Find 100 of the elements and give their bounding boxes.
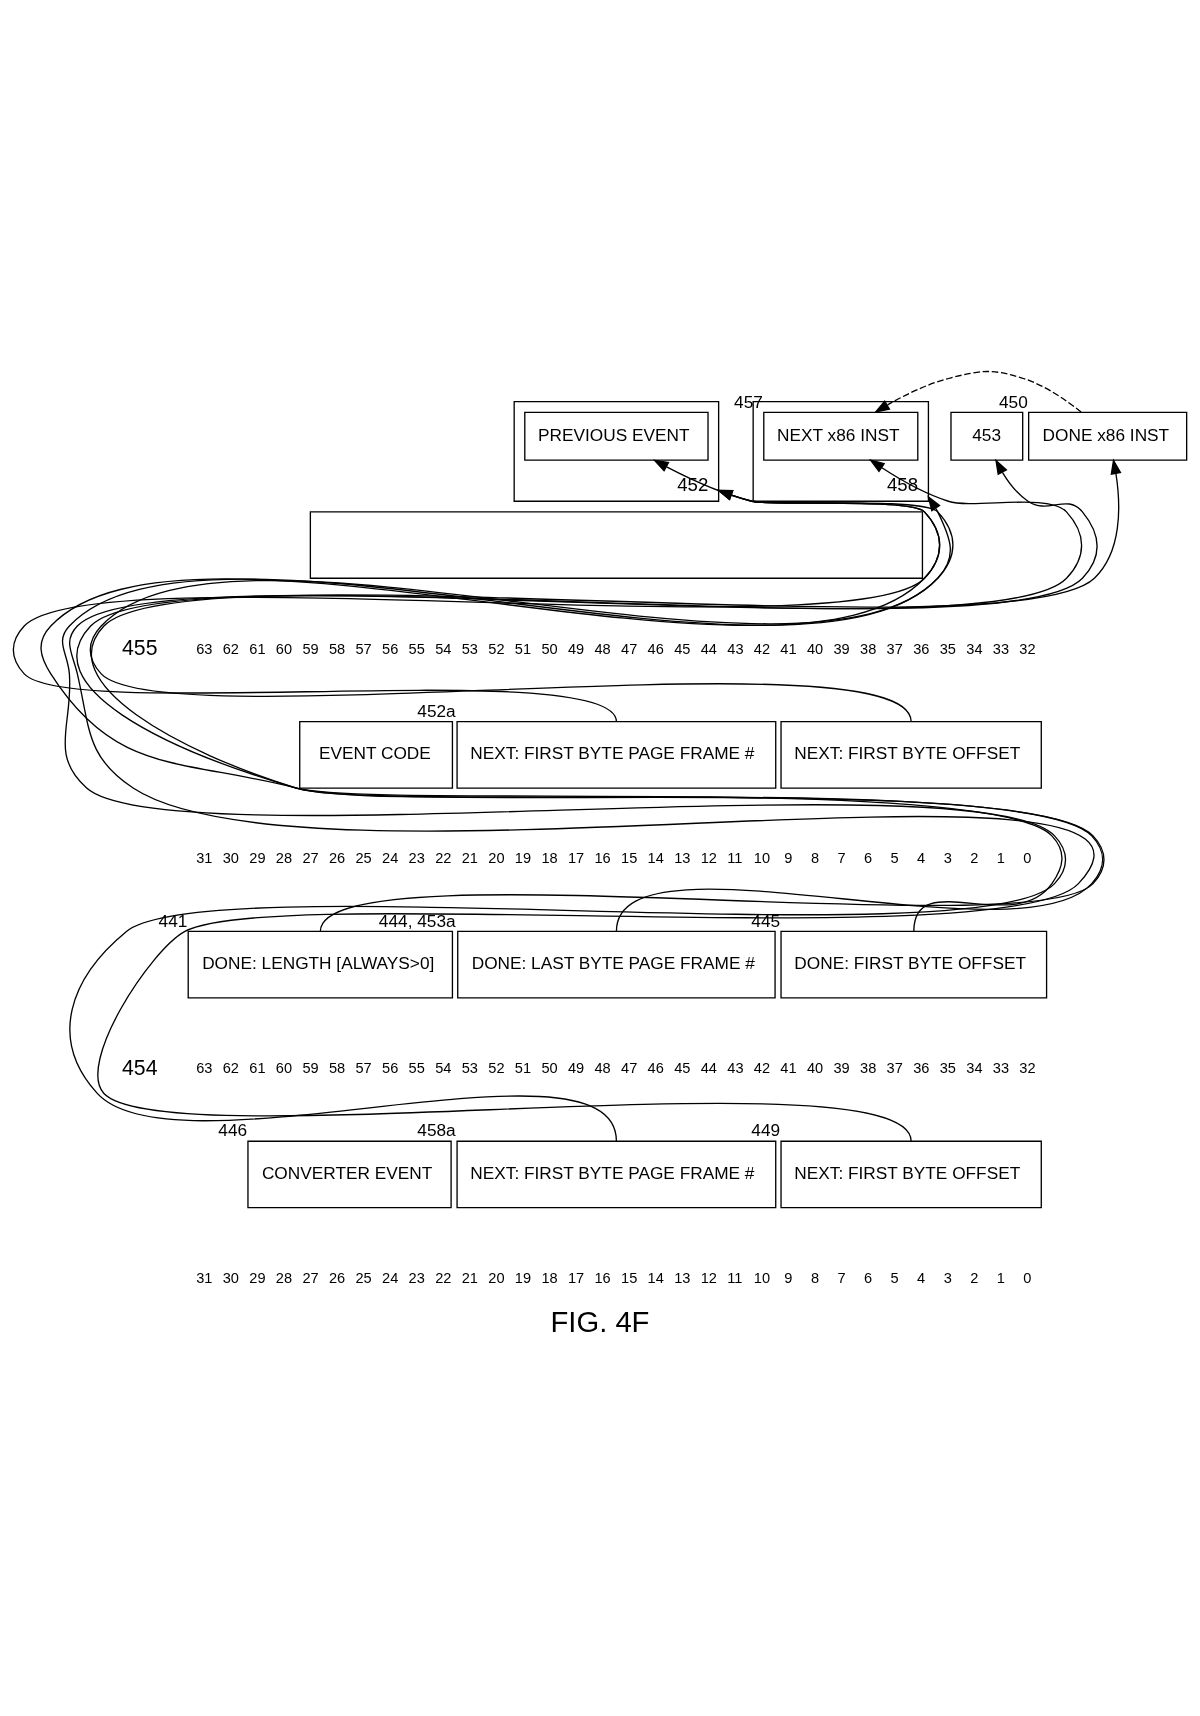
- label: 0: [1023, 1269, 1032, 1286]
- label: 39: [833, 640, 850, 657]
- label: 19: [514, 1269, 532, 1286]
- label: 13: [674, 849, 691, 866]
- node-label: 444, 453a: [378, 910, 456, 931]
- label: 37: [886, 640, 903, 657]
- label: 23: [408, 1269, 425, 1286]
- label: 20: [488, 1269, 505, 1286]
- label: 19: [514, 849, 532, 866]
- label: 62: [222, 1059, 239, 1076]
- arrow: [89, 458, 954, 722]
- node-box: [309, 510, 924, 579]
- arrow: [12, 489, 941, 722]
- node-box: NEXT: FIRST BYTE PAGE FRAME #: [456, 1140, 777, 1208]
- label: 51: [514, 640, 532, 657]
- label: 49: [567, 1059, 585, 1076]
- label: 35: [939, 640, 956, 657]
- label: 17: [567, 849, 585, 866]
- label: 11: [727, 1269, 743, 1286]
- label: 16: [594, 1269, 611, 1286]
- label: 18: [541, 849, 558, 866]
- label: 37: [886, 1059, 903, 1076]
- label: 39: [833, 1059, 850, 1076]
- node-label: 450: [999, 391, 1028, 412]
- label: 2: [970, 849, 979, 866]
- label: 48: [594, 1059, 611, 1076]
- label: 41: [780, 640, 797, 657]
- label: 28: [275, 849, 293, 866]
- label: 8: [810, 849, 820, 866]
- label: 52: [488, 640, 505, 657]
- label: 53: [461, 1059, 478, 1076]
- arrow: [874, 370, 1082, 413]
- label: 57: [355, 1059, 372, 1076]
- label: 47: [621, 640, 638, 657]
- label: 34: [966, 1059, 983, 1076]
- label: 29: [249, 849, 266, 866]
- label: 25: [355, 1269, 372, 1286]
- label: 21: [461, 849, 478, 866]
- node-box: CONVERTER EVENT: [247, 1140, 452, 1208]
- label: 0: [1023, 849, 1032, 866]
- label: 25: [355, 849, 372, 866]
- label: 11: [727, 849, 743, 866]
- label: 13: [674, 1269, 691, 1286]
- label: 30: [222, 1269, 239, 1286]
- label: 57: [355, 640, 372, 657]
- label: 45: [674, 640, 691, 657]
- label: 48: [594, 640, 611, 657]
- label: 59: [302, 1059, 319, 1076]
- label: 6: [864, 1269, 873, 1286]
- node-box: EVENT CODE: [299, 720, 454, 789]
- label: 50: [541, 640, 558, 657]
- label: 23: [408, 849, 425, 866]
- label: 58: [328, 1059, 346, 1076]
- label: 4: [917, 849, 926, 866]
- label: 7: [837, 1269, 846, 1286]
- node-box: NEXT: FIRST BYTE PAGE FRAME #: [456, 720, 777, 789]
- label: 4: [917, 1269, 926, 1286]
- label: 40: [806, 640, 824, 657]
- node-box: DONE: LENGTH [ALWAYS>0]: [187, 930, 454, 998]
- label: 20: [488, 849, 505, 866]
- node-label: 446: [218, 1119, 248, 1140]
- label: 6: [864, 849, 873, 866]
- label: 61: [249, 1059, 266, 1076]
- label: 49: [567, 640, 585, 657]
- label: 46: [647, 1059, 664, 1076]
- label: 60: [275, 1059, 293, 1076]
- node-box: NEXT: FIRST BYTE OFFSET: [780, 720, 1042, 789]
- node-box: DONE x86 INST: [1028, 411, 1188, 461]
- label: 56: [382, 640, 399, 657]
- label: 31: [196, 1269, 213, 1286]
- label: 38: [860, 1059, 877, 1076]
- label: 43: [727, 640, 744, 657]
- label: 62: [222, 640, 239, 657]
- label: 26: [328, 1269, 346, 1286]
- node-box: NEXT: FIRST BYTE OFFSET: [780, 1140, 1042, 1208]
- label: 28: [275, 1269, 293, 1286]
- label: 41: [780, 1059, 797, 1076]
- label: 34: [966, 640, 983, 657]
- node-box: NEXT x86 INST: [763, 411, 919, 461]
- label: 44: [700, 640, 717, 657]
- label: 50: [541, 1059, 558, 1076]
- label: 35: [939, 1059, 956, 1076]
- label: 52: [488, 1059, 505, 1076]
- label: 43: [727, 1059, 744, 1076]
- label: 40: [806, 1059, 824, 1076]
- label: 5: [890, 1269, 899, 1286]
- label: 33: [992, 640, 1010, 657]
- label: 32: [1019, 1059, 1036, 1076]
- label: 30: [222, 849, 239, 866]
- node-box: DONE: LAST BYTE PAGE FRAME #: [457, 930, 776, 998]
- label: 58: [328, 640, 346, 657]
- label: 14: [647, 1269, 664, 1286]
- node-label: 458a: [417, 1119, 456, 1140]
- label: 454: [122, 1055, 158, 1080]
- label: 12: [700, 849, 717, 866]
- label: 14: [647, 849, 664, 866]
- label: 51: [514, 1059, 532, 1076]
- label: 1: [996, 1269, 1005, 1286]
- label: 12: [700, 1269, 717, 1286]
- label: 60: [275, 640, 293, 657]
